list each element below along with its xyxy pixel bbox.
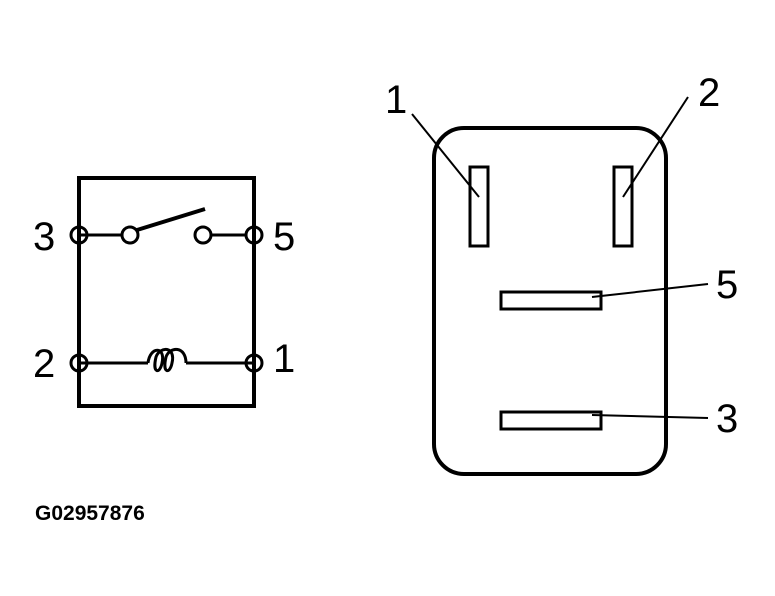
pin-5-leader bbox=[591, 283, 709, 298]
pin-2-label: 2 bbox=[698, 71, 720, 115]
connector-face: 1 2 5 3 bbox=[385, 71, 738, 476]
figure-id: G02957876 bbox=[35, 502, 145, 525]
coil-circuit bbox=[69, 348, 264, 373]
terminal-1-label: 1 bbox=[273, 337, 295, 381]
terminal-3-label: 3 bbox=[33, 215, 55, 259]
switch-blade bbox=[136, 207, 206, 232]
pin-1-leader bbox=[411, 113, 480, 198]
terminal-2-label: 2 bbox=[33, 342, 55, 386]
pin-5-label: 5 bbox=[716, 263, 738, 307]
pin-1-blade bbox=[468, 165, 490, 248]
switch-pivot-contact bbox=[120, 225, 140, 245]
switch-fixed-contact bbox=[193, 225, 213, 245]
terminal-3-node bbox=[69, 225, 89, 245]
relay-schematic: 3 5 2 1 bbox=[33, 176, 295, 408]
pin-2-leader bbox=[622, 96, 689, 198]
pin-3-label: 3 bbox=[716, 397, 738, 441]
pin-3-blade bbox=[499, 410, 603, 431]
pin-5-blade bbox=[499, 290, 603, 311]
pin-3-leader bbox=[591, 414, 709, 419]
pin-2-blade bbox=[612, 165, 634, 248]
pin-1-label: 1 bbox=[385, 78, 407, 122]
terminal-2-node bbox=[69, 353, 89, 373]
coil-winding bbox=[146, 348, 188, 372]
terminal-5-label: 5 bbox=[273, 215, 295, 259]
schematic-housing bbox=[77, 176, 256, 408]
switch-circuit bbox=[69, 207, 264, 245]
connector-body bbox=[432, 126, 668, 476]
terminal-5-node bbox=[244, 225, 264, 245]
terminal-1-node bbox=[244, 353, 264, 373]
